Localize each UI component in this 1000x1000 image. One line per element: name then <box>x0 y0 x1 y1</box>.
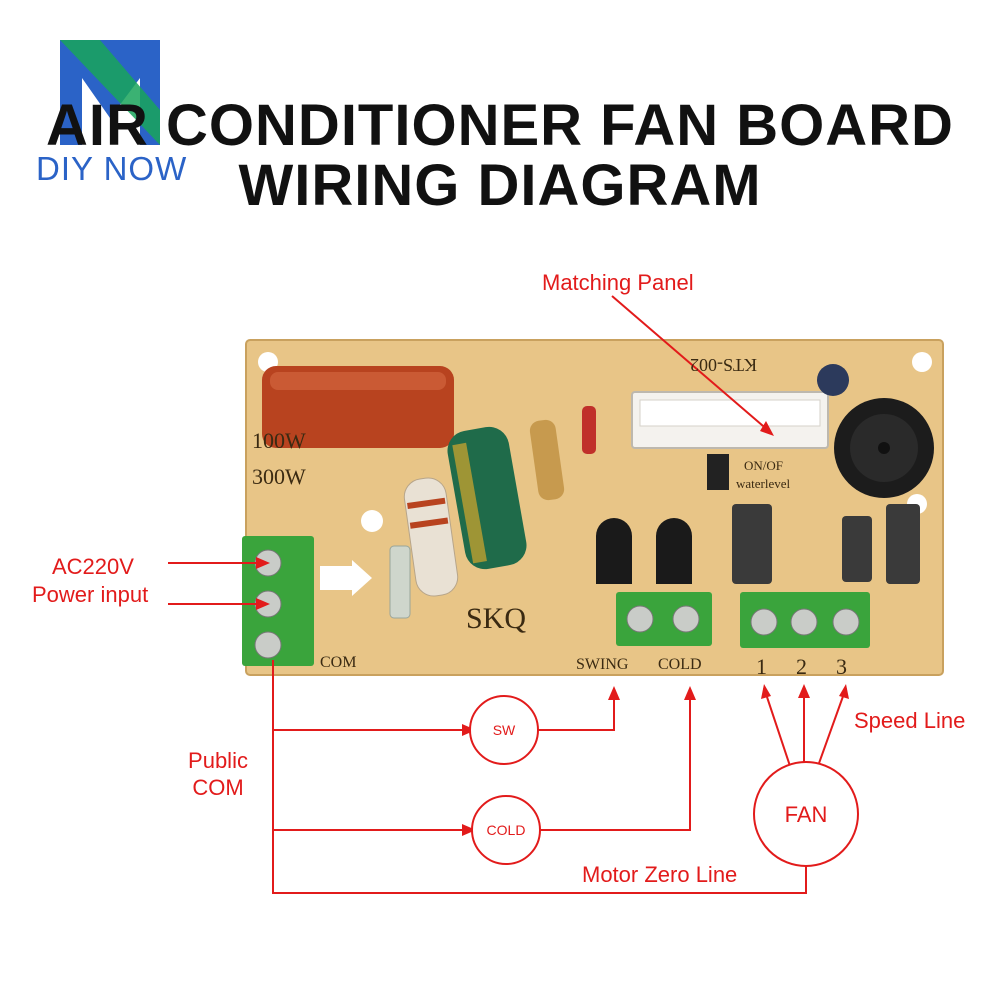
diode <box>582 406 596 454</box>
marking-onof: ON/OF <box>744 458 784 473</box>
fan-circle <box>753 761 859 867</box>
triac <box>842 516 872 582</box>
marking-skq: SKQ <box>466 602 527 635</box>
cold-circle <box>471 795 541 865</box>
fan-speed-1-wire <box>763 687 791 767</box>
small-capacitor <box>817 364 849 396</box>
cold-to-cold-wire <box>540 690 691 831</box>
label-ac220v: AC220V <box>52 554 134 579</box>
transistor <box>596 518 632 584</box>
fan-circle-label: FAN <box>784 802 828 827</box>
board-slot <box>320 560 372 596</box>
triac <box>732 504 772 584</box>
label-motor-zero-line: Motor Zero Line <box>582 862 738 887</box>
marking-300w: 300W <box>252 464 306 489</box>
fan-speed-3-wire <box>817 687 847 767</box>
label-speed-line: Speed Line <box>854 708 966 733</box>
label-matching-panel: Matching Panel <box>542 270 694 295</box>
marking-100w: 100W <box>252 428 306 453</box>
marking-speed-1: 1 <box>756 654 767 679</box>
sw-circle-label: SW <box>492 722 516 738</box>
sw-circle <box>469 695 539 765</box>
resistor <box>529 419 565 501</box>
transistor <box>656 518 692 584</box>
marking-waterlevel: waterlevel <box>736 476 791 491</box>
fuse <box>389 545 411 619</box>
marking-kts: KTS-002 <box>690 355 757 375</box>
marking-speed-2: 2 <box>796 654 807 679</box>
label-public: Public <box>188 748 248 773</box>
label-com: COM <box>192 775 244 800</box>
marking-cold: COLD <box>658 656 702 673</box>
sw-to-swing-wire <box>538 690 615 731</box>
com-wire-to-sw <box>272 660 807 894</box>
marking-swing: SWING <box>576 656 629 673</box>
title-line-2: WIRING DIAGRAM <box>238 153 762 218</box>
brand-name: DIY NOW <box>36 150 188 187</box>
label-power-input: Power input <box>32 582 149 607</box>
triac <box>886 504 920 584</box>
marking-com: COM <box>320 654 357 671</box>
title-line-1: AIR CONDITIONER FAN BOARD <box>46 93 954 158</box>
jumper <box>707 454 729 490</box>
mount-hole <box>912 352 932 372</box>
cold-circle-label: COLD <box>486 822 526 838</box>
marking-speed-3: 3 <box>836 654 847 679</box>
matching-panel-pointer <box>611 295 771 433</box>
mount-hole <box>361 510 383 532</box>
